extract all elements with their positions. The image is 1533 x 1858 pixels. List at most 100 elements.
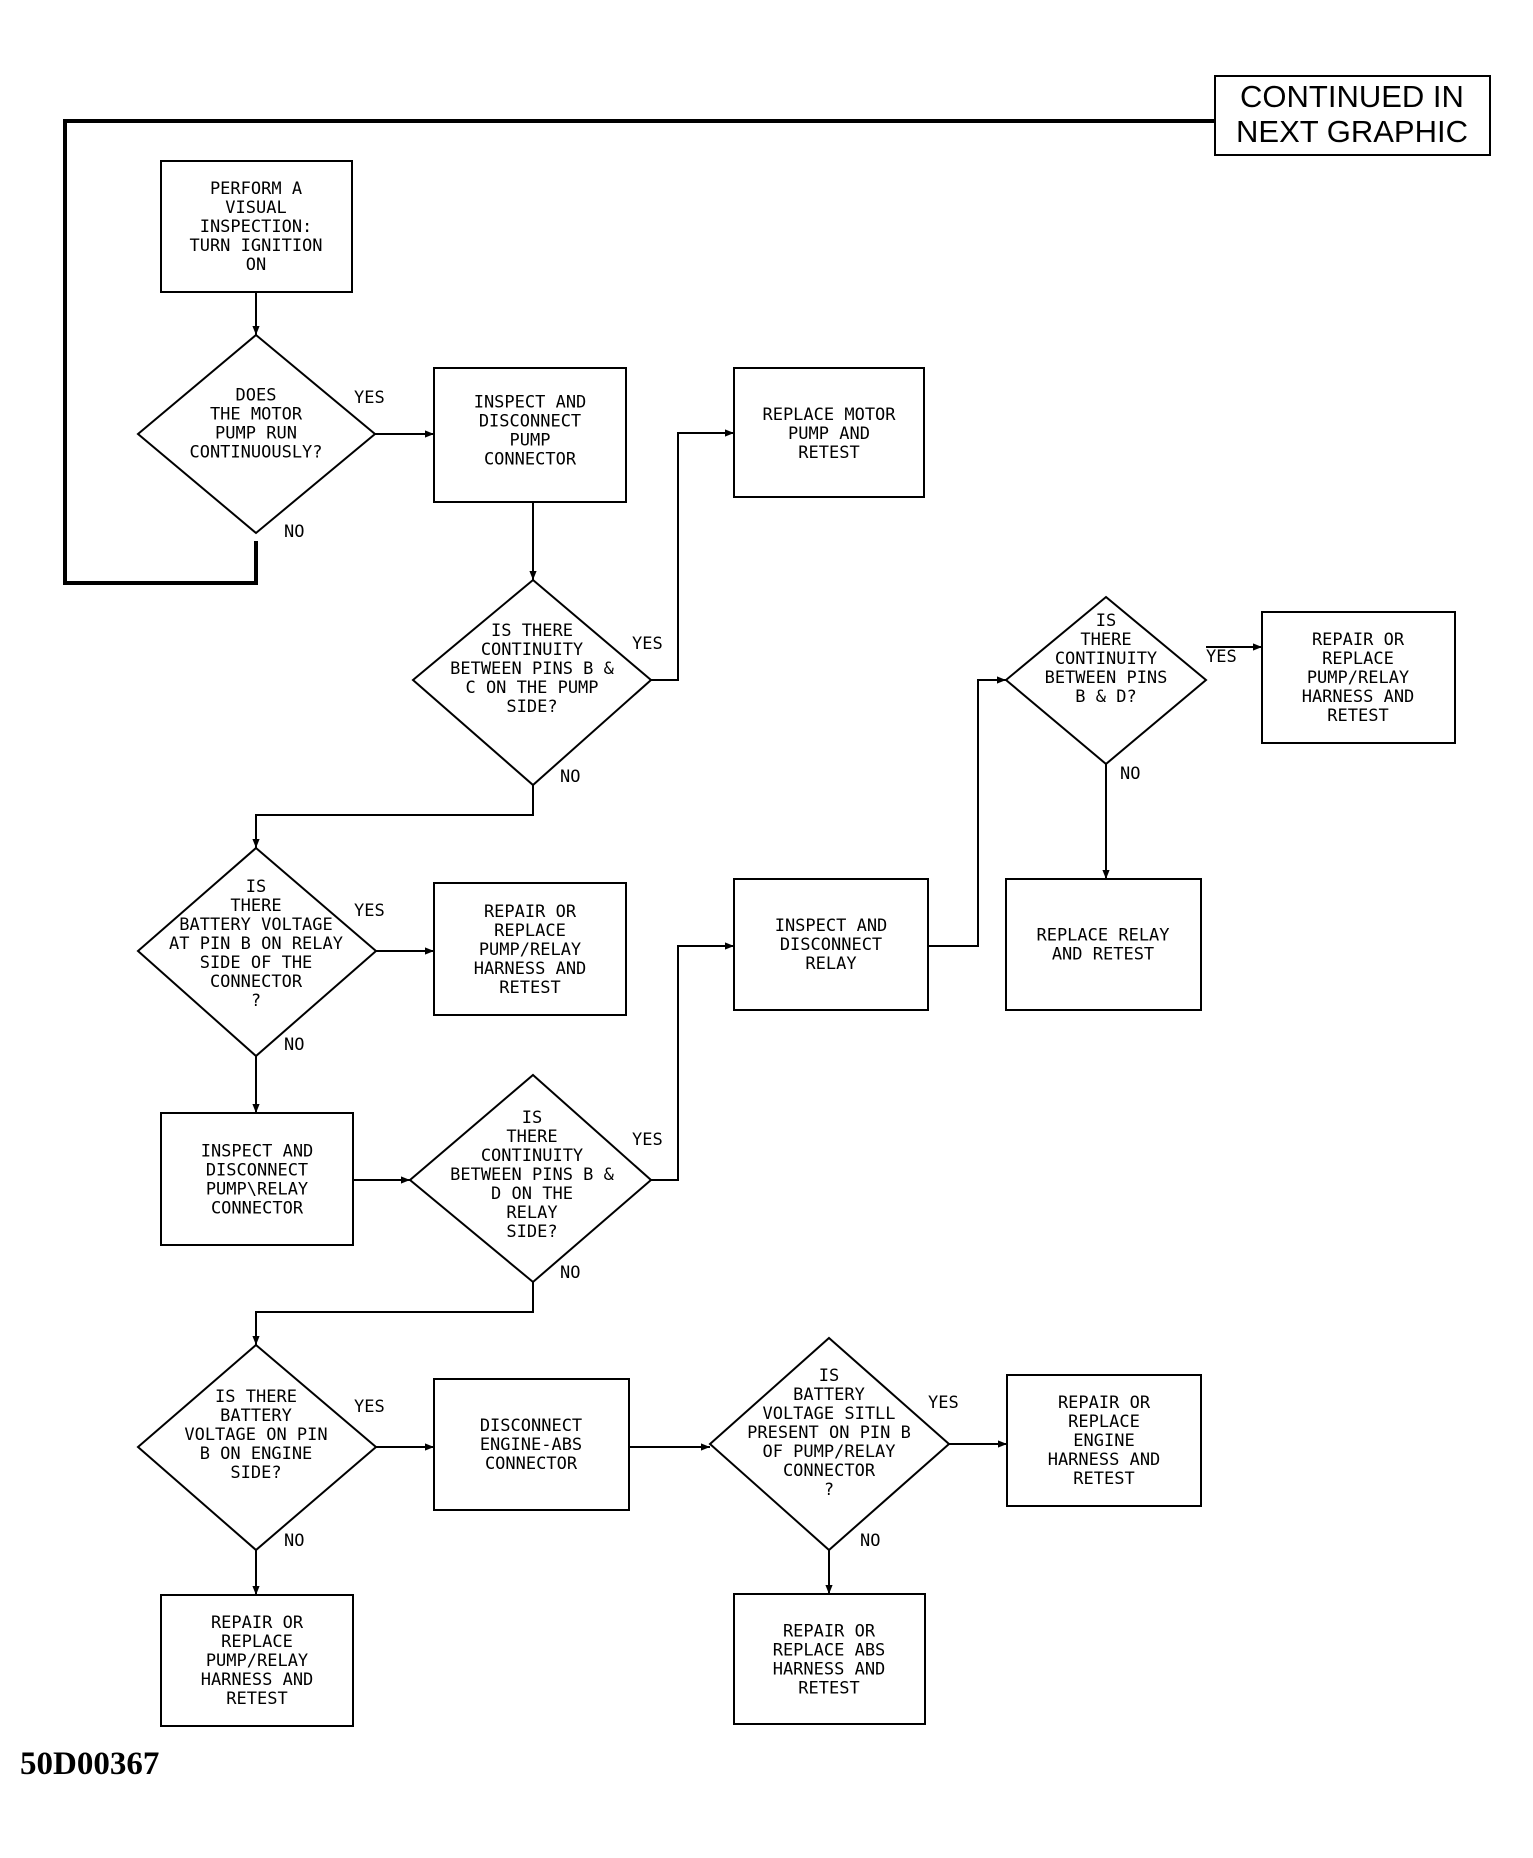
- label-line: DISCONNECT: [479, 412, 581, 432]
- d7-no-label: NO: [860, 1531, 880, 1551]
- d2-no-label: NO: [560, 767, 580, 787]
- d6-yes-label: YES: [354, 1397, 385, 1417]
- label-line: BETWEEN PINS: [1045, 668, 1168, 688]
- d3-no-label: NO: [284, 1035, 304, 1055]
- label-line: B ON ENGINE: [200, 1444, 313, 1464]
- label-line: PUMP\RELAY: [206, 1180, 308, 1200]
- label-line: BATTERY: [793, 1385, 865, 1405]
- label-line: CONTINUITY: [481, 1146, 583, 1166]
- label-line: ?: [824, 1480, 834, 1500]
- label-line: RETEST: [499, 978, 560, 998]
- label-line: BETWEEN PINS B &: [450, 1165, 615, 1185]
- label-line: PUMP RUN: [215, 424, 297, 444]
- connector-n6-d5: [928, 676, 1006, 947]
- label-line: INSPECT AND: [775, 916, 888, 936]
- label-line: THERE: [506, 1127, 557, 1147]
- label-line: PUMP AND: [788, 424, 870, 444]
- continued-label-line-2: NEXT GRAPHIC: [1236, 114, 1468, 149]
- label-line: SIDE?: [506, 1222, 557, 1242]
- label-line: CONTINUOUSLY?: [189, 443, 322, 463]
- label-line: VOLTAGE SITLL: [762, 1404, 895, 1424]
- label-line: DISCONNECT: [206, 1161, 308, 1181]
- label-line: RETEST: [226, 1689, 287, 1709]
- d2-yes-label: YES: [632, 634, 663, 654]
- label-line: INSPECT AND: [201, 1142, 314, 1162]
- label-line: TURN IGNITION: [189, 236, 322, 256]
- label-line: CONNECTOR: [485, 1454, 578, 1474]
- label-line: REPLACE: [494, 921, 566, 941]
- label-line: VISUAL: [225, 198, 286, 218]
- continued-label-line-1: CONTINUED IN: [1240, 79, 1464, 114]
- label-line: PRESENT ON PIN B: [747, 1423, 911, 1443]
- label-line: CONNECTOR: [783, 1461, 876, 1481]
- label-line: REPAIR OR: [783, 1622, 876, 1642]
- label-line: REPAIR OR: [484, 902, 577, 922]
- label-line: REPLACE MOTOR: [762, 405, 896, 425]
- label-line: ENGINE-ABS: [480, 1435, 582, 1455]
- label-line: DOES: [236, 386, 277, 406]
- label-line: HARNESS AND: [201, 1670, 314, 1690]
- label-line: SIDE?: [230, 1463, 281, 1483]
- figure-id: 50D00367: [20, 1746, 159, 1782]
- label-line: RELAY: [805, 954, 856, 974]
- label-line: THERE: [1080, 630, 1131, 650]
- label-line: HARNESS AND: [1302, 687, 1415, 707]
- label-line: DISCONNECT: [480, 1416, 582, 1436]
- label-line: AT PIN B ON RELAY: [169, 934, 343, 954]
- label-line: D ON THE: [491, 1184, 573, 1204]
- label-line: INSPECTION:: [200, 217, 313, 237]
- label-line: DISCONNECT: [780, 935, 882, 955]
- label-line: REPAIR OR: [1312, 630, 1405, 650]
- label-line: CONNECTOR: [211, 1199, 304, 1219]
- label-line: REPLACE ABS: [773, 1641, 886, 1661]
- label-line: B & D?: [1075, 687, 1136, 707]
- label-line: ON: [246, 255, 266, 275]
- label-line: CONTINUITY: [481, 640, 583, 660]
- connector-d2-n3: [651, 429, 734, 681]
- label-line: REPLACE: [1068, 1412, 1140, 1432]
- d3-yes-label: YES: [354, 901, 385, 921]
- label-line: PUMP/RELAY: [479, 940, 581, 960]
- label-line: RETEST: [798, 443, 859, 463]
- label-line: BETWEEN PINS B &: [450, 659, 615, 679]
- label-line: SIDE?: [506, 697, 557, 717]
- label-line: RETEST: [798, 1679, 859, 1699]
- label-line: ENGINE: [1073, 1431, 1134, 1451]
- label-line: CONNECTOR: [210, 972, 303, 992]
- d1-no-label: NO: [284, 522, 304, 542]
- label-line: RETEST: [1327, 706, 1388, 726]
- label-line: IS: [1096, 611, 1116, 631]
- label-line: ?: [251, 991, 261, 1011]
- connector-d4-n6: [651, 942, 734, 1181]
- label-line: PUMP/RELAY: [206, 1651, 308, 1671]
- label-line: THE MOTOR: [210, 405, 303, 425]
- label-line: IS THERE: [491, 621, 573, 641]
